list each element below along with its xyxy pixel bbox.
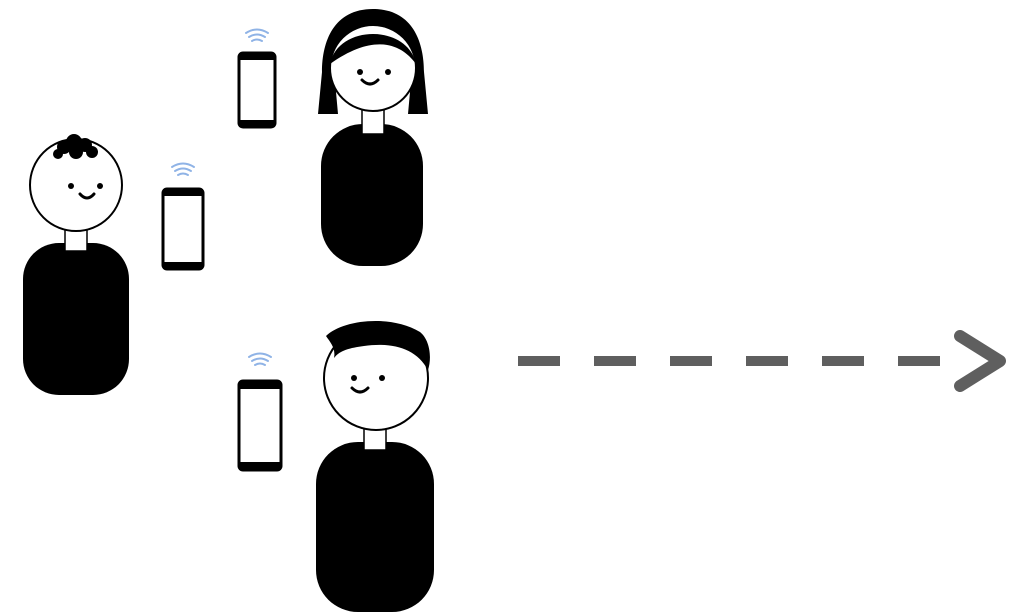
smartphone-icon-bottom	[237, 352, 283, 472]
smartphone-icon-top	[237, 28, 277, 129]
person-icon-long-hair	[318, 9, 428, 266]
dashed-arrow-right-icon	[518, 330, 1006, 392]
wifi-signal-icon	[248, 352, 272, 366]
person-icon-swept-hair	[316, 320, 434, 612]
person-icon-curly-hair	[23, 134, 129, 395]
wifi-signal-icon	[171, 162, 195, 176]
smartphone-icon-middle	[161, 162, 205, 271]
wifi-signal-icon	[245, 28, 269, 42]
